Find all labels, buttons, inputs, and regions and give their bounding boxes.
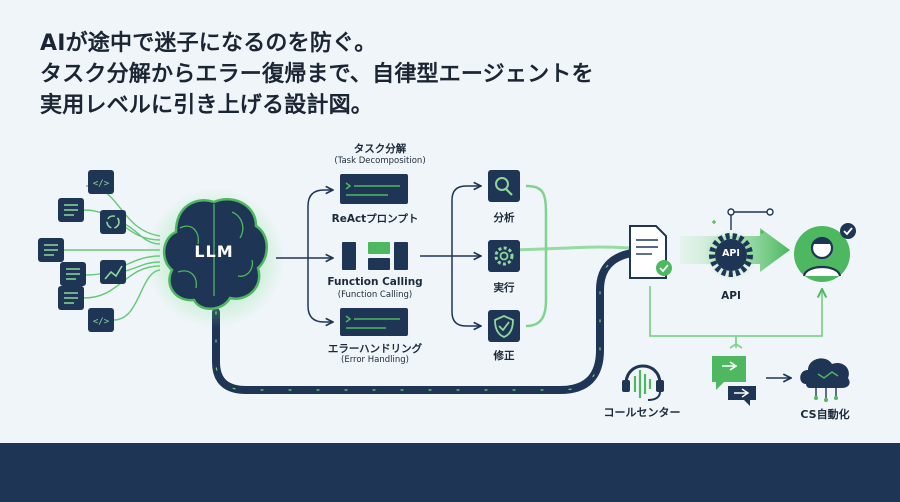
headset-icon	[622, 364, 664, 401]
cs-automation-label: CS自動化	[800, 408, 850, 421]
function-calling-module	[342, 242, 408, 270]
analyze-label: 分析	[493, 212, 515, 224]
headline: AIが途中で迷子になるのを防ぐ。 タスク分解からエラー復帰まで、自律型エージェン…	[40, 28, 594, 121]
headline-line-3: 実用レベルに引き上げる設計図。	[40, 93, 374, 118]
user-avatar	[794, 223, 856, 282]
document-icon	[58, 198, 84, 222]
llm-label: LLM	[194, 242, 234, 261]
react-prompt-module	[340, 174, 408, 204]
execute-action	[488, 240, 520, 272]
task-decomposition-subtitle: (Task Decomposition)	[334, 156, 426, 166]
call-center-label: コールセンター	[603, 406, 681, 419]
task-decomposition-title: タスク分解	[353, 143, 407, 155]
document-icon	[38, 238, 64, 262]
cycle-icon	[100, 210, 126, 234]
input-icons: </>	[38, 170, 126, 332]
diagram-canvas: </>	[38, 170, 856, 406]
svg-text:</>: </>	[93, 179, 110, 189]
chat-bubble-icon	[712, 356, 756, 406]
services-bracket	[649, 286, 822, 349]
function-calling-label: Function Calling	[327, 276, 423, 288]
fix-action	[488, 310, 520, 342]
footer-band	[0, 443, 900, 502]
document-check-icon	[629, 225, 672, 279]
code-icon: </>	[88, 308, 114, 332]
llm-brain	[145, 188, 285, 328]
list-icon	[60, 262, 86, 286]
function-calling-sublabel: (Function Calling)	[337, 290, 413, 300]
chart-icon	[100, 260, 126, 284]
llm-to-modules-connectors	[276, 190, 332, 322]
document-icon	[58, 286, 84, 310]
api-gear-icon	[705, 208, 774, 281]
code-icon: </>	[88, 170, 114, 194]
error-handling-sublabel: (Error Handling)	[341, 355, 409, 365]
api-badge: API	[722, 248, 740, 259]
api-label: API	[721, 290, 741, 302]
actions-green-loop	[525, 184, 548, 328]
svg-text:</>: </>	[93, 317, 110, 327]
headline-line-1: AIが途中で迷子になるのを防ぐ。	[40, 31, 377, 56]
headline-line-2: タスク分解からエラー復帰まで、自律型エージェントを	[40, 62, 594, 87]
analyze-action	[488, 170, 520, 202]
fix-label: 修正	[493, 350, 515, 362]
error-handling-module	[340, 308, 408, 336]
execute-label: 実行	[493, 282, 515, 294]
cloud-network-icon	[800, 358, 850, 402]
error-handling-label: エラーハンドリング	[327, 343, 423, 355]
modules-to-actions-connectors	[420, 186, 480, 326]
react-prompt-label: ReActプロンプト	[331, 213, 419, 225]
